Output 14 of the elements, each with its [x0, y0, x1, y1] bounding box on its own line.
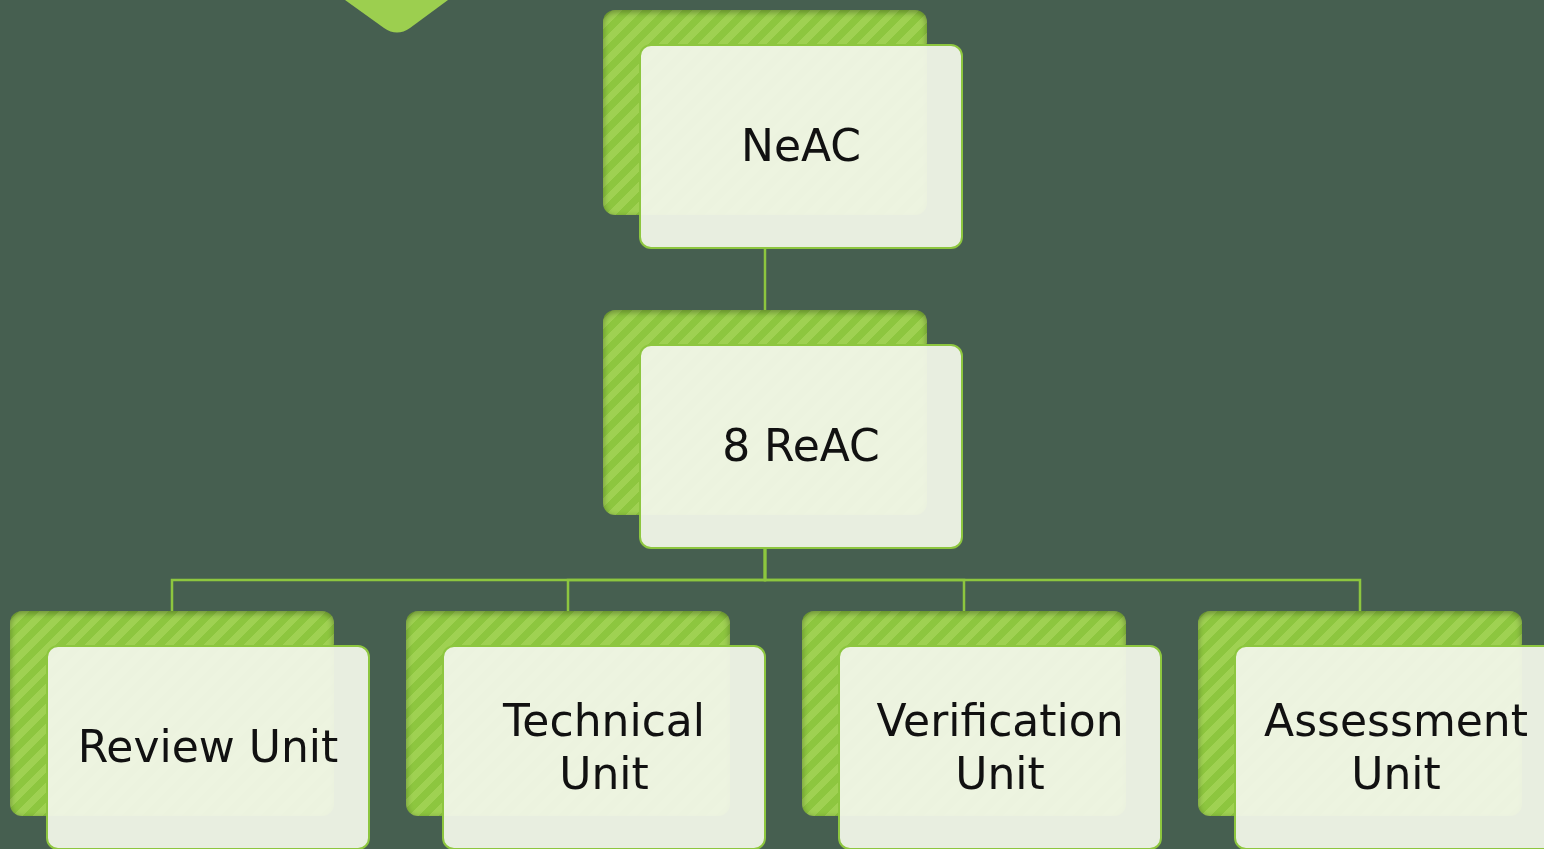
- org-box: [1198, 611, 1544, 849]
- connector-line: [763, 249, 767, 310]
- box-label: Review Unit: [77, 721, 339, 774]
- box-label: Assessment Unit: [1263, 694, 1529, 801]
- org-box: [10, 611, 370, 849]
- org-box: [802, 611, 1162, 849]
- org-box: [603, 10, 963, 249]
- org-box: [406, 611, 766, 849]
- box-label: Technical Unit: [501, 694, 706, 801]
- box-label: Verification Unit: [875, 694, 1125, 801]
- org-box: [603, 310, 963, 549]
- box-label: 8 ReAC: [722, 420, 880, 473]
- connector-line: [763, 549, 1362, 611]
- box-label: NeAC: [740, 120, 861, 173]
